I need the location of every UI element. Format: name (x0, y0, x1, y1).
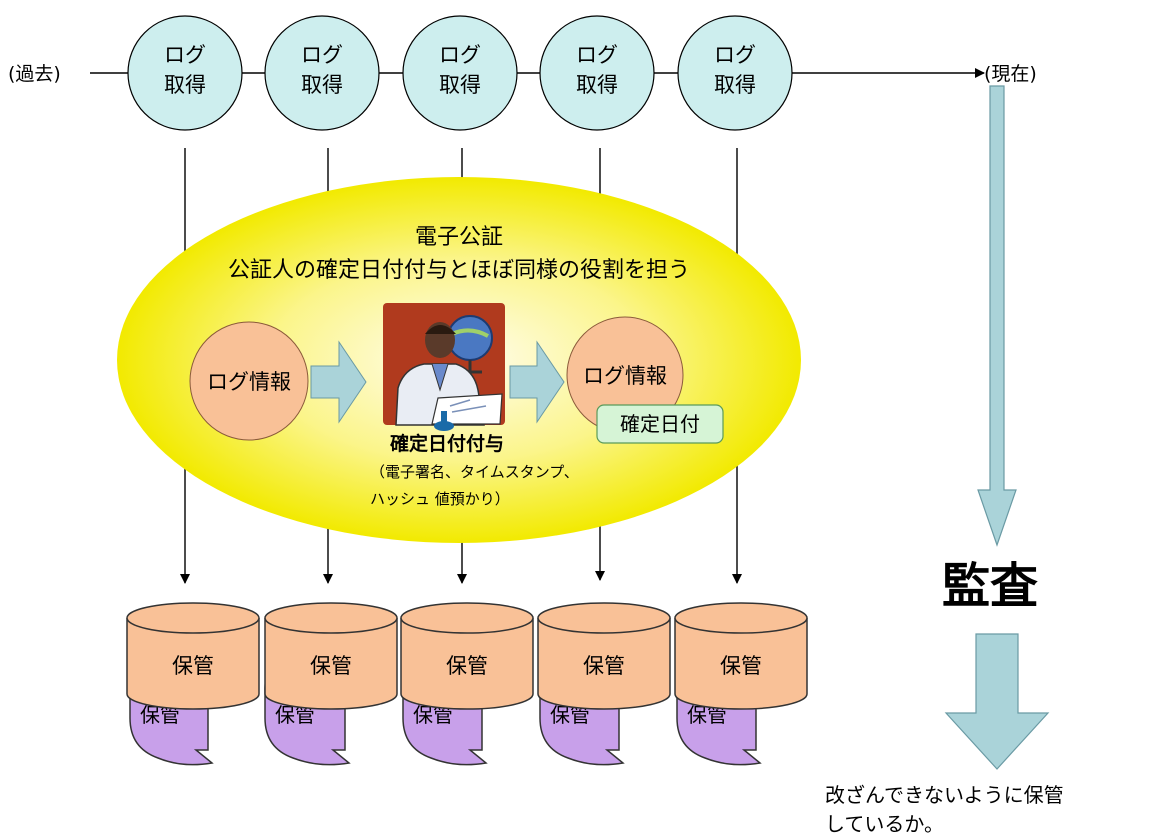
svg-text:ログ情報: ログ情報 (583, 364, 667, 388)
past-label: (過去) (8, 63, 61, 85)
svg-text:ログ: ログ (714, 43, 756, 67)
svg-text:保管: 保管 (172, 654, 214, 678)
svg-text:確定日付: 確定日付 (620, 412, 700, 436)
svg-text:取得: 取得 (714, 73, 756, 97)
log-node: ログ 取得 (264, 15, 380, 131)
storage-unit: 保管 保管 (537, 602, 671, 766)
process-note-line2: ハッシュ 値預かり） (370, 490, 510, 508)
svg-text:保管: 保管 (583, 654, 625, 678)
database-cylinder-icon: 保管 (126, 602, 260, 710)
svg-text:保管: 保管 (720, 654, 762, 678)
process-note-line1: （電子署名、タイムスタンプ、 (370, 463, 579, 481)
storage-unit: 保管 保管 (400, 602, 534, 766)
audit-section: 監査 改ざんできないように保管 しているか。 (825, 85, 1064, 836)
notarization-ellipse: 電子公証 公証人の確定日付付与とほぼ同様の役割を担う ログ情報 (117, 177, 801, 543)
svg-text:ログ: ログ (301, 43, 343, 67)
storage-unit: 保管 保管 (674, 602, 808, 766)
audit-label: 監査 (942, 558, 1038, 614)
audit-question-line2: しているか。 (825, 812, 944, 836)
output-log-info: ログ情報 (566, 316, 684, 434)
audit-down-arrow (944, 633, 1050, 770)
svg-text:保管: 保管 (310, 654, 352, 678)
log-node: ログ 取得 (402, 15, 518, 131)
process-label: 確定日付付与 (390, 432, 504, 455)
log-node: ログ 取得 (677, 15, 793, 131)
notarization-title: 電子公証 (415, 225, 503, 250)
svg-text:取得: 取得 (301, 73, 343, 97)
log-nodes: ログ 取得 ログ 取得 ログ 取得 ログ 取得 ログ 取得 (127, 15, 793, 131)
svg-text:保管: 保管 (446, 654, 488, 678)
storage-units: 保管 保管 保管 保管 保管 (126, 602, 808, 766)
storage-unit: 保管 保管 (264, 602, 398, 766)
flow-arrow-right (509, 340, 565, 424)
svg-text:取得: 取得 (439, 73, 481, 97)
flow-arrow-right (310, 340, 367, 424)
svg-text:ログ: ログ (164, 43, 206, 67)
storage-unit: 保管 保管 (126, 602, 260, 766)
database-cylinder-icon: 保管 (400, 602, 534, 710)
audit-question-line1: 改ざんできないように保管 (825, 783, 1064, 807)
timeline: (過去) (現在) (8, 63, 1037, 85)
input-log-info: ログ情報 (189, 321, 309, 441)
log-node: ログ 取得 (127, 15, 243, 131)
time-flow-down-arrow (977, 85, 1017, 547)
database-cylinder-icon: 保管 (264, 602, 398, 710)
svg-text:取得: 取得 (576, 73, 618, 97)
svg-text:ログ: ログ (439, 43, 481, 67)
svg-text:ログ情報: ログ情報 (207, 370, 291, 394)
database-cylinder-icon: 保管 (537, 602, 671, 710)
log-node: ログ 取得 (539, 15, 655, 131)
date-tag: 確定日付 (596, 404, 724, 444)
present-label: (現在) (984, 63, 1037, 85)
notary-person-at-desk-icon (383, 303, 505, 431)
database-cylinder-icon: 保管 (674, 602, 808, 710)
svg-text:ログ: ログ (576, 43, 618, 67)
svg-text:取得: 取得 (164, 73, 206, 97)
notarization-subtitle: 公証人の確定日付付与とほぼ同様の役割を担う (228, 258, 690, 283)
